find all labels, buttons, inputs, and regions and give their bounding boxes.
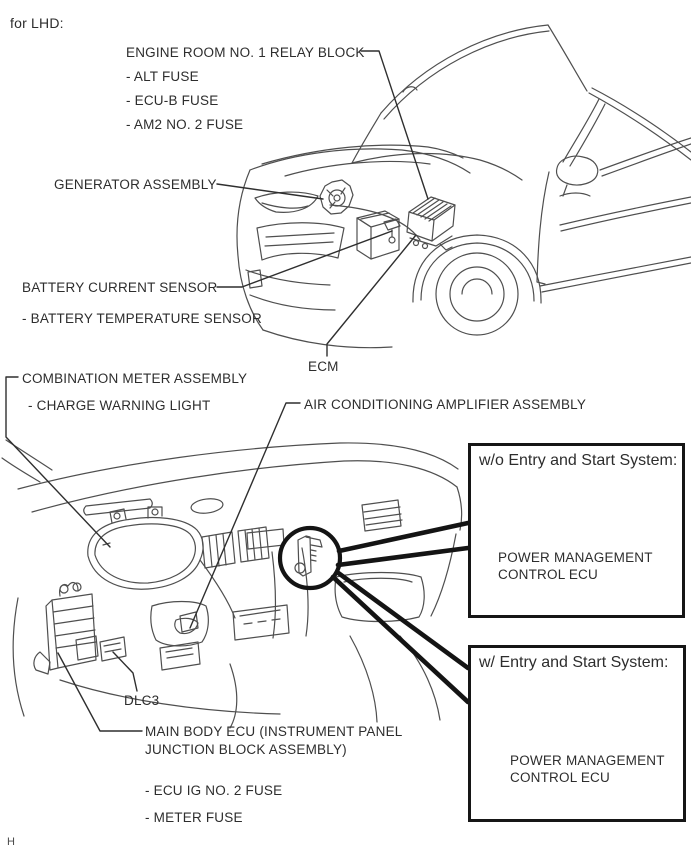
- label-ecu-ig-fuse: - ECU IG NO. 2 FUSE: [145, 783, 283, 798]
- label-main-body-ecu-line1: MAIN BODY ECU (INSTRUMENT PANEL: [145, 724, 403, 739]
- label-main-body-ecu-line2: JUNCTION BLOCK ASSEMBLY): [145, 742, 347, 757]
- footer-mark: H: [7, 836, 16, 848]
- fuse-item: - ECU-B FUSE: [126, 93, 219, 108]
- label-ecm: ECM: [308, 359, 339, 374]
- dashboard-sketch: [1, 439, 463, 729]
- variant-label: for LHD:: [10, 15, 64, 31]
- label-ac-amplifier: AIR CONDITIONING AMPLIFIER ASSEMBLY: [304, 397, 587, 412]
- callout-label-line1: POWER MANAGEMENT: [498, 550, 653, 565]
- generator-sketch: [319, 179, 354, 215]
- label-dlc3: DLC3: [124, 693, 160, 708]
- relay-block-and-ecm-sketch: [406, 196, 456, 251]
- callout-box-with-entry-start: w/ Entry and Start System: POWER MANAGEM…: [468, 645, 686, 822]
- callout-title: w/ Entry and Start System:: [479, 654, 669, 671]
- callout-label-line2: CONTROL ECU: [510, 770, 610, 785]
- label-charge-warning-light: - CHARGE WARNING LIGHT: [28, 398, 211, 413]
- fuse-item: - AM2 NO. 2 FUSE: [126, 117, 244, 132]
- callout-label-line2: CONTROL ECU: [498, 567, 598, 582]
- label-generator-assembly: GENERATOR ASSEMBLY: [54, 177, 217, 192]
- label-battery-temperature-sensor: - BATTERY TEMPERATURE SENSOR: [22, 311, 262, 326]
- car-front-sketch: [236, 24, 691, 349]
- label-engine-room-relay-block: ENGINE ROOM NO. 1 RELAY BLOCK: [126, 45, 365, 60]
- label-meter-fuse: - METER FUSE: [145, 810, 243, 825]
- battery-and-current-sensor-sketch: [356, 210, 401, 260]
- relay-block-fuse-list: - ALT FUSE - ECU-B FUSE - AM2 NO. 2 FUSE: [126, 65, 243, 137]
- callout-box-without-entry-start: w/o Entry and Start System: POWER MANAGE…: [468, 443, 685, 618]
- label-battery-current-sensor: BATTERY CURRENT SENSOR: [22, 280, 218, 295]
- callout-label-line1: POWER MANAGEMENT: [510, 753, 665, 768]
- location-circle: [277, 525, 343, 591]
- leader-lines: [5, 50, 429, 732]
- label-combination-meter: COMBINATION METER ASSEMBLY: [22, 371, 248, 386]
- fuse-item: - ALT FUSE: [126, 69, 199, 84]
- location-circle-and-beams: [277, 520, 471, 705]
- callout-title: w/o Entry and Start System:: [479, 452, 678, 469]
